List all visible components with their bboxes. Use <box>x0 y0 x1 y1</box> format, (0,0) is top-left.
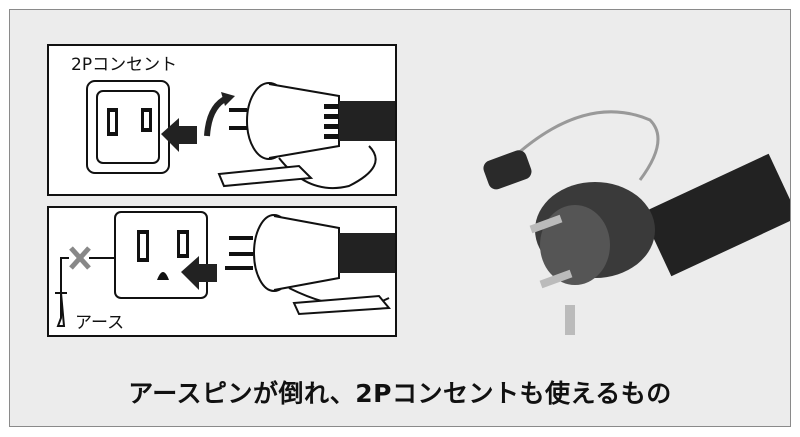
label-2p-outlet: 2Pコンセント <box>71 55 178 75</box>
label-ground: アース <box>75 313 125 333</box>
diagram-grounded-outlet: アース <box>47 206 397 337</box>
plug-into-2p-outlet-drawing <box>86 80 395 190</box>
caption: アースピンが倒れ、2Pコンセントも使えるもの <box>128 379 672 408</box>
plug-into-grounded-outlet-drawing <box>55 211 395 327</box>
diagram-2p-outlet: 2Pコンセント <box>47 44 397 196</box>
plug-photo-drawing <box>483 110 790 335</box>
